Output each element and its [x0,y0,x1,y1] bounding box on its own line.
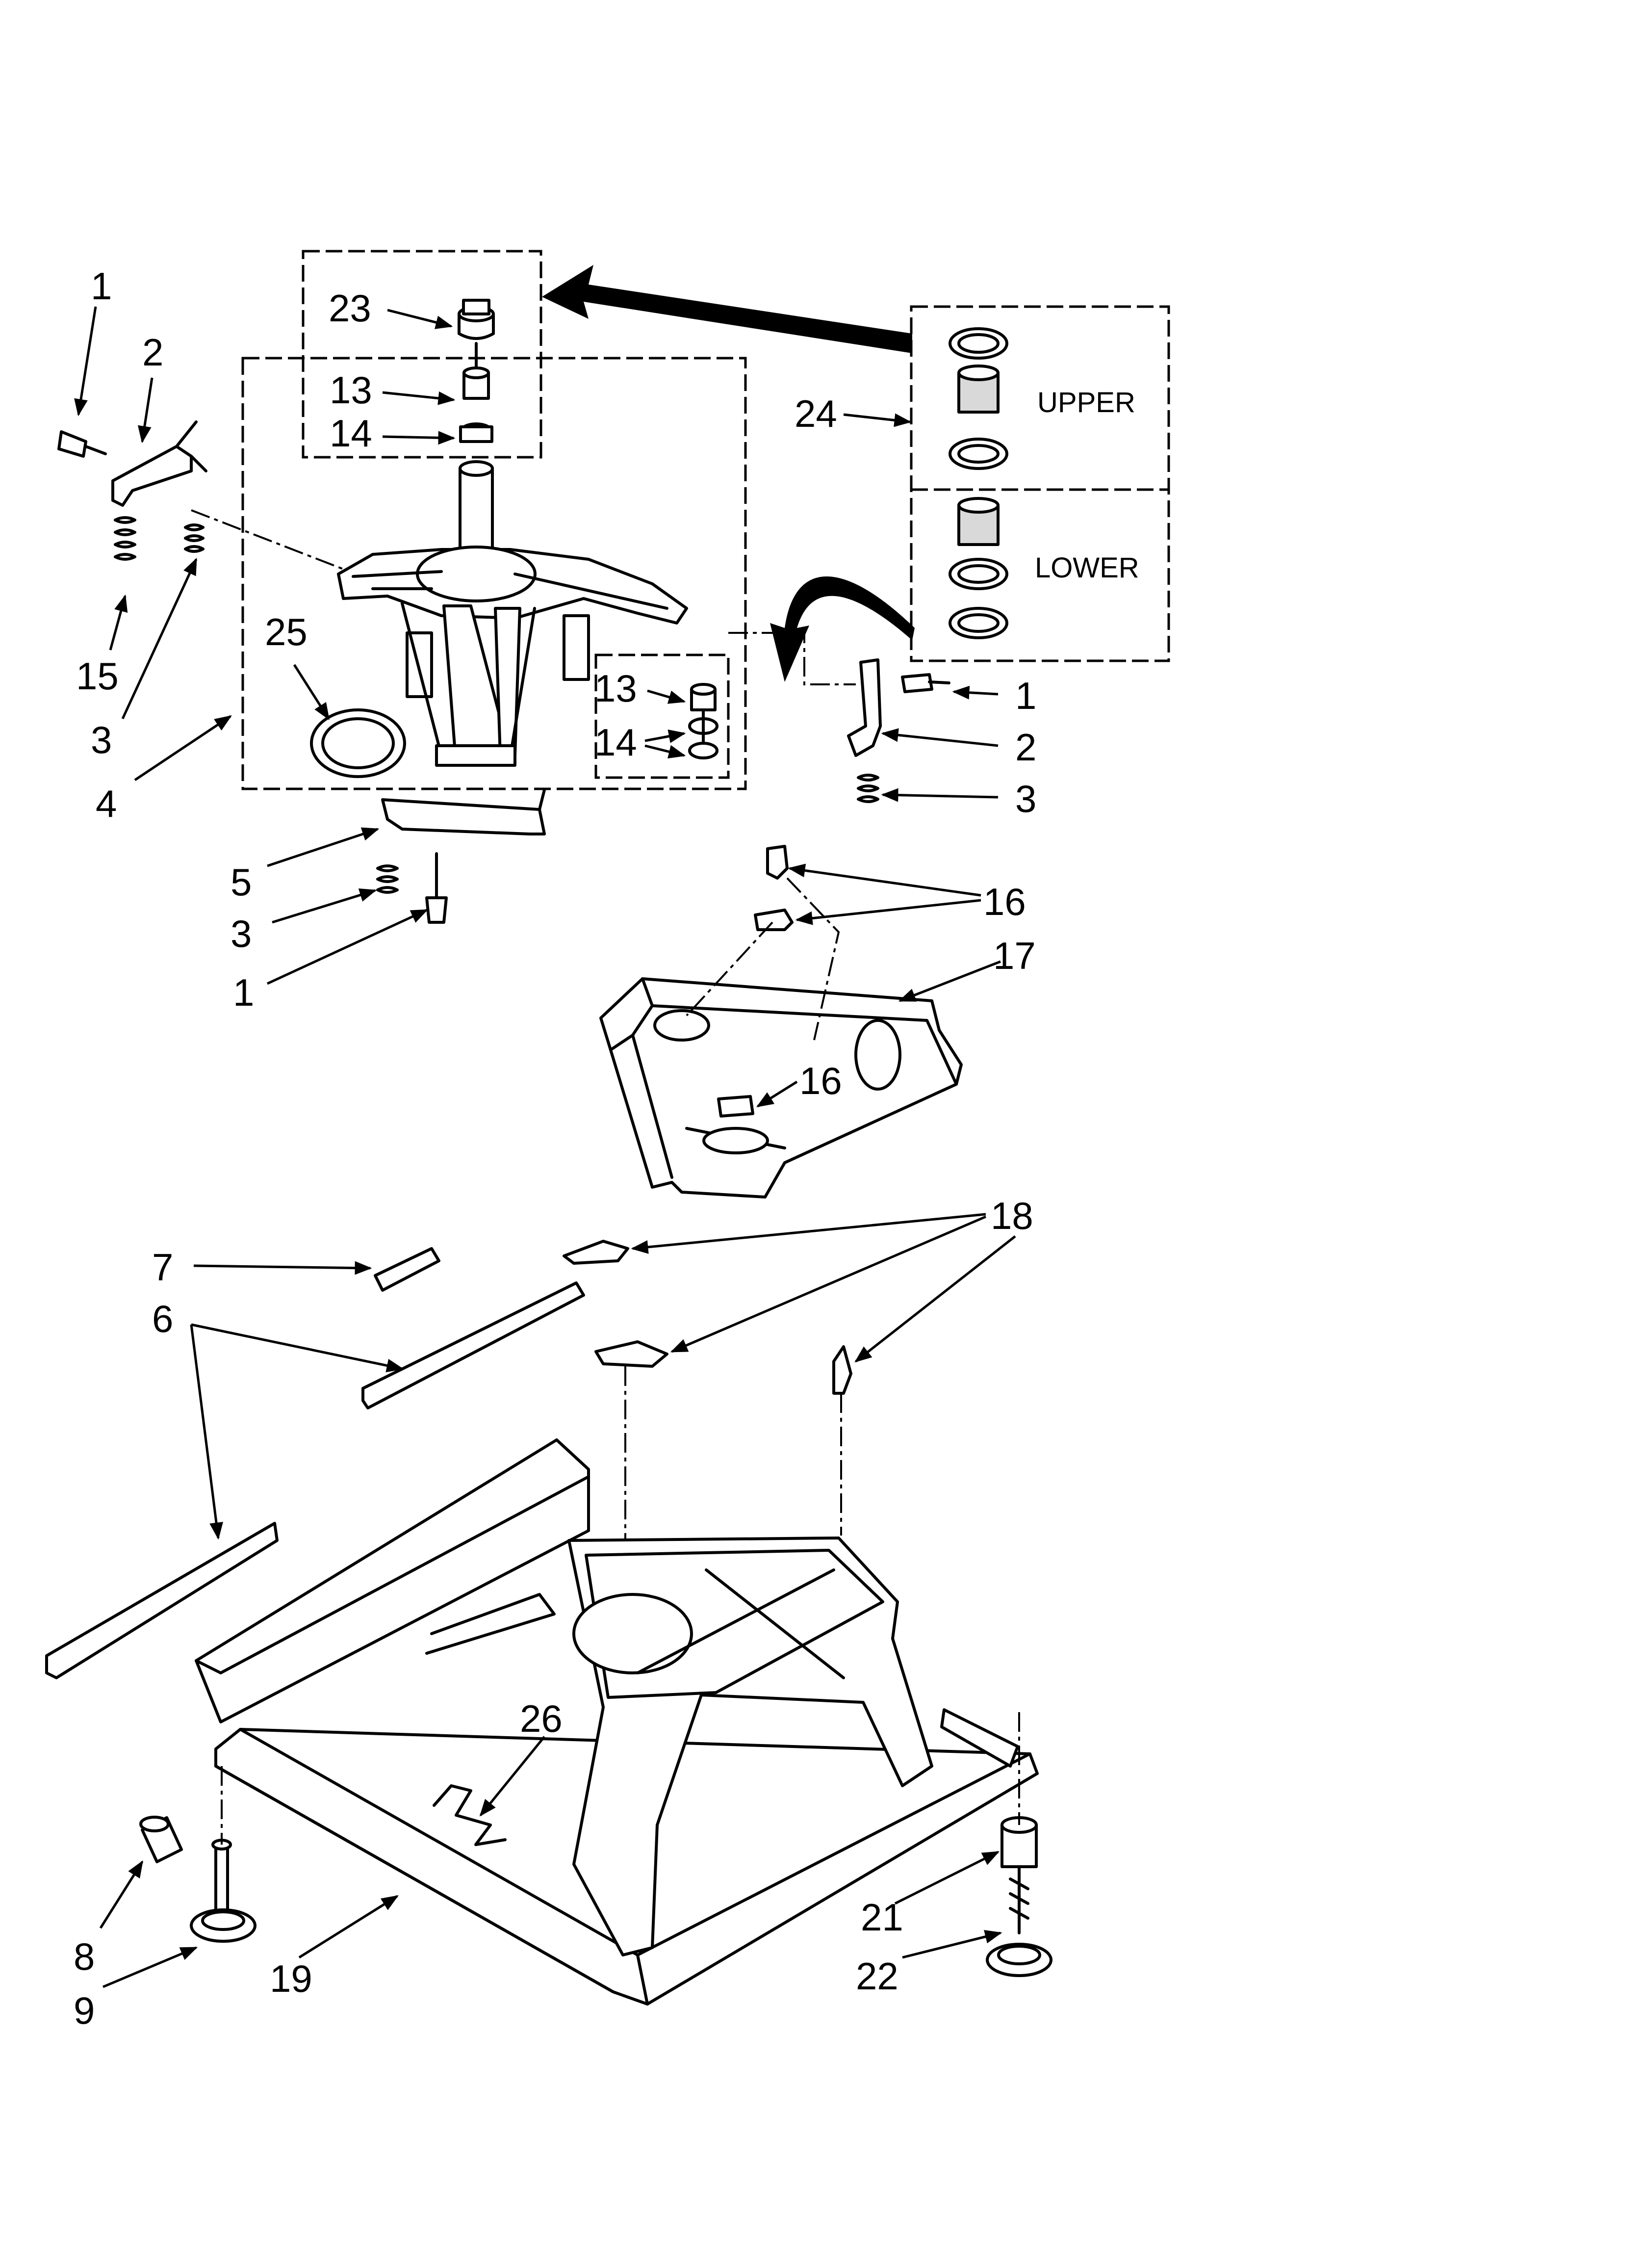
callout-14b: 14 [594,721,637,764]
callout-13b: 13 [594,667,637,710]
rail-6a [361,1281,585,1409]
wire-clip-26 [433,1784,507,1846]
callout-15: 15 [76,654,119,698]
bearing-kit-box: UPPER LOWER [910,305,1170,662]
callout-9: 9 [74,1989,95,2032]
callout-numbers: 1 2 15 3 4 23 13 14 25 13 14 24 1 2 3 5 … [74,264,1036,2032]
callout-17: 17 [993,934,1036,977]
callout-26: 26 [520,1697,563,1740]
callout-22: 22 [856,1955,898,1998]
callout-16a: 16 [983,880,1026,923]
callout-4: 4 [96,782,117,825]
callout-3a: 3 [91,718,112,761]
leveling-leg-left [139,1766,257,1943]
callout-5: 5 [231,860,252,904]
callout-23: 23 [329,287,371,330]
callout-7: 7 [152,1246,173,1289]
right-bracket-group [728,632,950,803]
callout-14a: 14 [330,412,372,455]
leveling-leg-right [986,1712,1052,1977]
callout-13a: 13 [330,368,372,412]
leader-lines [74,306,1016,1988]
rail-6b [45,1522,279,1679]
clip-18a [563,1240,629,1265]
upper-label: UPPER [1037,387,1135,418]
callout-16b: 16 [799,1059,842,1102]
left-bracket-group [57,420,344,570]
callout-21: 21 [861,1896,903,1939]
seal-ring [310,708,406,778]
bottom-bracket-group [376,788,546,924]
callout-2a: 2 [142,331,163,374]
spin-tube-assembly [337,460,688,767]
callout-1a: 1 [91,264,112,308]
callout-1b: 1 [1015,674,1036,717]
callout-3b: 3 [1015,777,1036,820]
callout-3c: 3 [231,912,252,955]
callout-1c: 1 [233,971,254,1014]
callout-19: 19 [270,1957,312,2000]
suspension-assembly-box [241,250,747,790]
lower-label: LOWER [1035,552,1139,584]
callout-8: 8 [74,1935,95,1978]
bearing-stack-upper [458,299,495,443]
clip-18b [594,1340,668,1368]
callout-2b: 2 [1015,726,1036,769]
spring-7 [374,1247,440,1292]
callout-24: 24 [795,392,837,435]
callout-6: 6 [152,1297,173,1340]
clip-18c [832,1345,852,1395]
callout-25: 25 [265,610,308,653]
base-frame [195,1438,1039,2006]
bearing-stack-side [688,683,718,759]
tub-support-frame [599,845,963,1199]
flow-arrows [542,265,915,682]
callout-18: 18 [991,1194,1033,1237]
